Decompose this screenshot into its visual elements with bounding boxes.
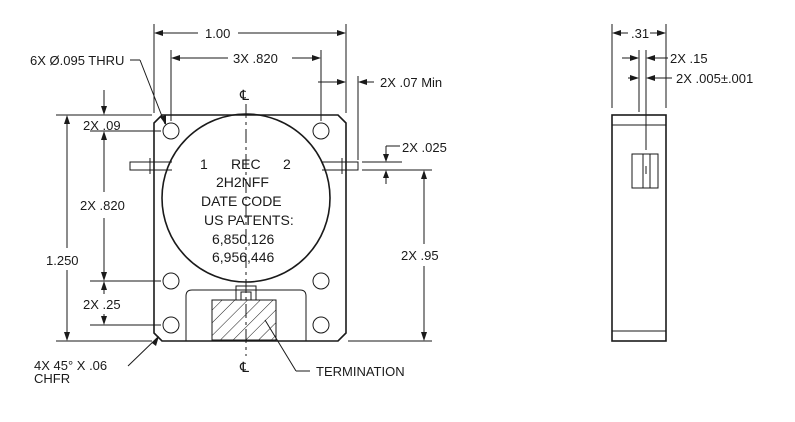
hole-callout: 6X Ø.095 THRU xyxy=(30,53,124,68)
mount-hole-mid-right xyxy=(312,272,330,290)
mount-hole-top-left xyxy=(162,122,180,140)
dim-overall-width: 1.00 xyxy=(205,26,230,41)
label-port1: 1 xyxy=(200,156,208,172)
side-view: .31 2X .15 2X .005±.001 xyxy=(611,24,753,342)
centerline-symbol-top: ℄ xyxy=(239,87,249,103)
side-connector-pin xyxy=(642,153,651,189)
chamfer-callout-line1: 4X 45° X .06 xyxy=(34,358,107,373)
label-patent-1: 6,850,126 xyxy=(212,231,274,247)
dim-hole-offset: 2X .09 xyxy=(83,118,121,133)
dim-tab-height: 2X .95 xyxy=(401,248,439,263)
dim-side-offset: 2X .15 xyxy=(670,51,708,66)
side-connector xyxy=(631,153,659,189)
mount-hole-bottom-right xyxy=(312,316,330,334)
chamfer-callout-line2: CHFR xyxy=(34,371,70,386)
label-date-code: DATE CODE xyxy=(201,193,282,209)
termination-block xyxy=(211,299,277,341)
dim-side-tolerance: 2X .005±.001 xyxy=(676,71,753,86)
label-rec: REC xyxy=(231,156,261,172)
dim-side-width: .31 xyxy=(631,26,649,41)
label-port2: 2 xyxy=(283,156,291,172)
dim-tab-min: 2X .07 Min xyxy=(380,75,442,90)
front-dimensions: 1.00 3X .820 2X .07 Min 2X .025 2X .95 xyxy=(30,24,447,386)
tab-left xyxy=(129,161,172,171)
dim-hole-spacing: 3X .820 xyxy=(233,51,278,66)
side-body xyxy=(611,114,667,342)
label-patents: US PATENTS: xyxy=(204,212,294,228)
dim-hole-vertical: 2X .820 xyxy=(80,198,125,213)
dim-lower-offset: 2X .25 xyxy=(83,297,121,312)
mount-hole-bottom-left xyxy=(162,316,180,334)
front-body-outline xyxy=(153,114,347,342)
termination-label: TERMINATION xyxy=(316,364,405,379)
centerline-symbol-bottom: ℄ xyxy=(239,359,249,375)
mount-hole-mid-left xyxy=(162,272,180,290)
label-patent-2: 6,956,446 xyxy=(212,249,274,265)
dim-tab-thickness: 2X .025 xyxy=(402,140,447,155)
label-model: 2H2NFF xyxy=(216,174,269,190)
tab-right xyxy=(322,161,359,171)
dim-overall-height: 1.250 xyxy=(46,253,79,268)
mount-hole-top-right xyxy=(312,122,330,140)
front-view: ℄ ℄ 1 REC 2 2H2NFF DATE CODE US PATENTS:… xyxy=(129,87,359,375)
